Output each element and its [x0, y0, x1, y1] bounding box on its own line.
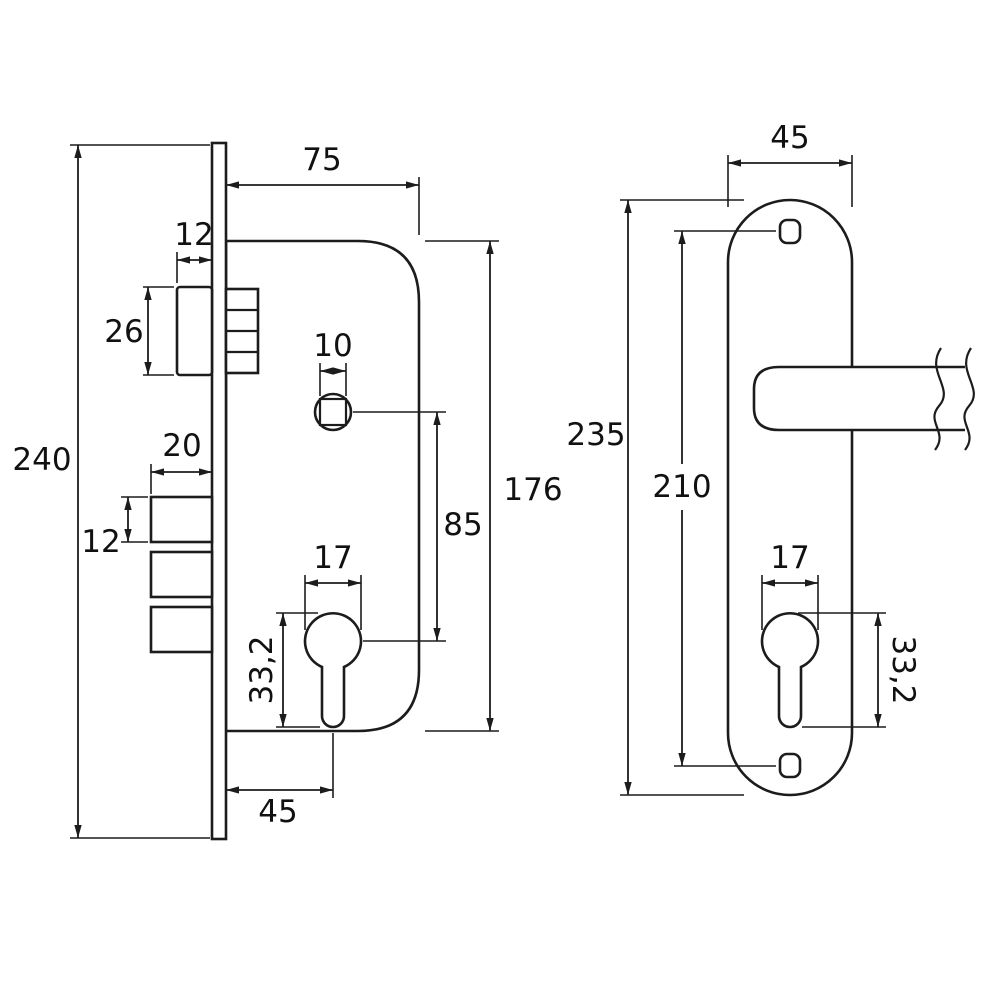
dim-label-235: 235	[566, 417, 625, 453]
dim-label-33-2-left: 33,2	[244, 635, 280, 704]
dim-label-26: 26	[104, 314, 143, 350]
dim-deadbolt-width: 20	[150, 428, 212, 494]
break-line-2	[963, 347, 975, 451]
cylinder-hole-right	[760, 612, 820, 729]
backplate-outline	[726, 198, 854, 797]
dim-spindle-hole: 10	[313, 328, 353, 396]
dim-cylinder-width-left: 17	[304, 540, 362, 630]
deadbolt-tooth-1	[149, 495, 214, 544]
spindle-hole-circle	[313, 392, 353, 432]
handle-fill	[754, 367, 965, 430]
dim-plate-width: 45	[727, 120, 853, 207]
spindle-hole	[313, 392, 353, 432]
dim-label-12-deadbolt: 12	[81, 524, 120, 560]
dim-body-width: 75	[226, 142, 420, 235]
dim-label-12-latch: 12	[174, 217, 213, 253]
dim-body-height: 176	[425, 240, 563, 732]
spindle-hole-square	[318, 397, 348, 427]
dim-latch-height: 26	[104, 286, 174, 376]
dim-label-240: 240	[12, 442, 71, 478]
deadbolt	[149, 495, 214, 654]
dim-spindle-to-cylinder: 85	[353, 411, 483, 642]
dim-label-45-plate: 45	[770, 120, 809, 156]
dim-screw-spacing: 210	[652, 230, 776, 767]
latch-bolt-head	[175, 285, 214, 377]
deadbolt-tooth-3	[149, 605, 214, 654]
dim-label-75: 75	[302, 142, 341, 178]
dim-cylinder-height-right: 33,2	[798, 612, 921, 728]
break-line-1	[933, 347, 945, 451]
dim-backset: 45	[226, 733, 334, 830]
dim-deadbolt-height: 12	[81, 496, 148, 560]
dim-latch-width: 12	[174, 217, 214, 283]
dim-label-33-2-right: 33,2	[885, 635, 921, 704]
dim-label-20: 20	[162, 428, 201, 464]
handle-plate-view: 45 235 210 17 33,2	[566, 120, 975, 797]
dim-label-176: 176	[503, 472, 562, 508]
dim-label-85: 85	[443, 507, 482, 543]
dim-label-10: 10	[313, 328, 352, 364]
dim-faceplate-height: 240	[12, 144, 210, 839]
lock-body-outline	[224, 239, 421, 733]
screw-hole-top	[778, 218, 802, 245]
dim-label-210: 210	[652, 469, 711, 505]
screw-hole-bottom	[778, 752, 802, 779]
door-handle	[752, 347, 975, 451]
dim-cylinder-width-right: 17	[761, 540, 819, 630]
dim-cylinder-height-left: 33,2	[244, 612, 320, 728]
deadbolt-tooth-2	[149, 550, 214, 599]
faceplate	[210, 141, 228, 841]
dim-label-17-left: 17	[313, 540, 352, 576]
dim-label-45-backset: 45	[258, 794, 297, 830]
handle-outline	[752, 365, 965, 432]
latch-bolt	[175, 285, 260, 377]
dim-plate-height: 235	[566, 199, 744, 796]
lock-body-view: 240 75 12 26 20	[12, 141, 563, 841]
cylinder-hole-left	[303, 612, 363, 729]
dim-label-17-right: 17	[770, 540, 809, 576]
